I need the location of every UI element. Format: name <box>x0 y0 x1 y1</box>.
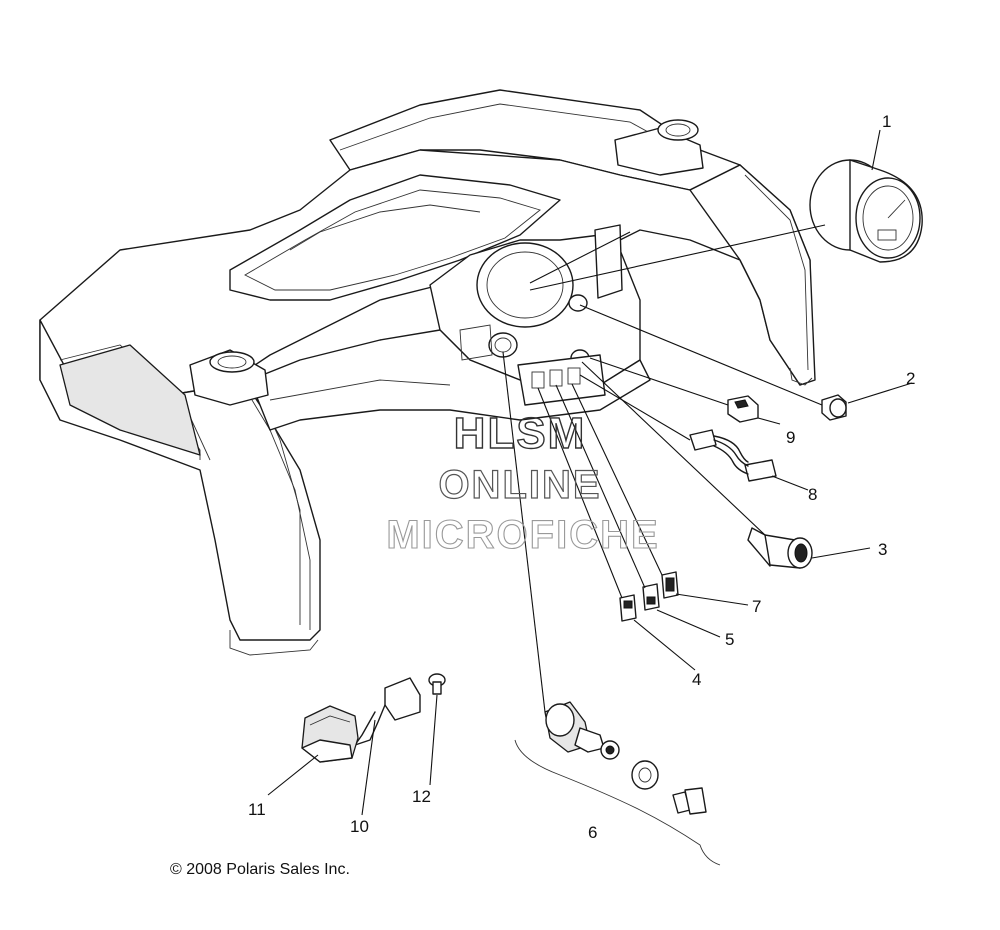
callout-8: 8 <box>808 485 817 504</box>
watermark-line-3: MICROFICHE <box>386 513 659 557</box>
wire-harness-part-8 <box>689 429 777 482</box>
callout-7: 7 <box>752 597 761 616</box>
screw-part-12 <box>428 673 446 695</box>
watermark-line-1: HLSM <box>454 409 587 458</box>
glovebox-latch-part-11 <box>301 705 359 763</box>
bracket-part-10 <box>354 677 421 746</box>
speedometer-gauge <box>809 159 923 263</box>
rocker-switch-5 <box>642 583 660 611</box>
callout-3: 3 <box>878 540 887 559</box>
callout-10: 10 <box>350 817 369 836</box>
switch-part-9 <box>727 395 759 423</box>
knob-part-2 <box>821 394 847 421</box>
callout-1: 1 <box>882 112 891 131</box>
dashboard-panel <box>39 89 816 656</box>
rocker-switch-4 <box>619 594 637 622</box>
callout-4: 4 <box>692 670 701 689</box>
key-switch-assembly-part-6 <box>514 701 721 866</box>
callout-labels: 1 2 3 4 5 6 7 8 9 10 11 12 <box>248 112 915 842</box>
copyright-text: © 2008 Polaris Sales Inc. <box>170 861 350 878</box>
rocker-switch-7 <box>661 571 679 599</box>
callout-2: 2 <box>906 369 915 388</box>
callout-5: 5 <box>725 630 734 649</box>
power-outlet-part-3 <box>747 527 813 569</box>
leader-lines <box>267 129 913 816</box>
callout-9: 9 <box>786 428 795 447</box>
callout-11: 11 <box>248 800 266 819</box>
callout-12: 12 <box>412 787 431 806</box>
watermark: HLSM ONLINE MICROFICHE <box>386 408 659 557</box>
watermark-line-2: ONLINE <box>438 463 601 507</box>
callout-6: 6 <box>588 823 597 842</box>
